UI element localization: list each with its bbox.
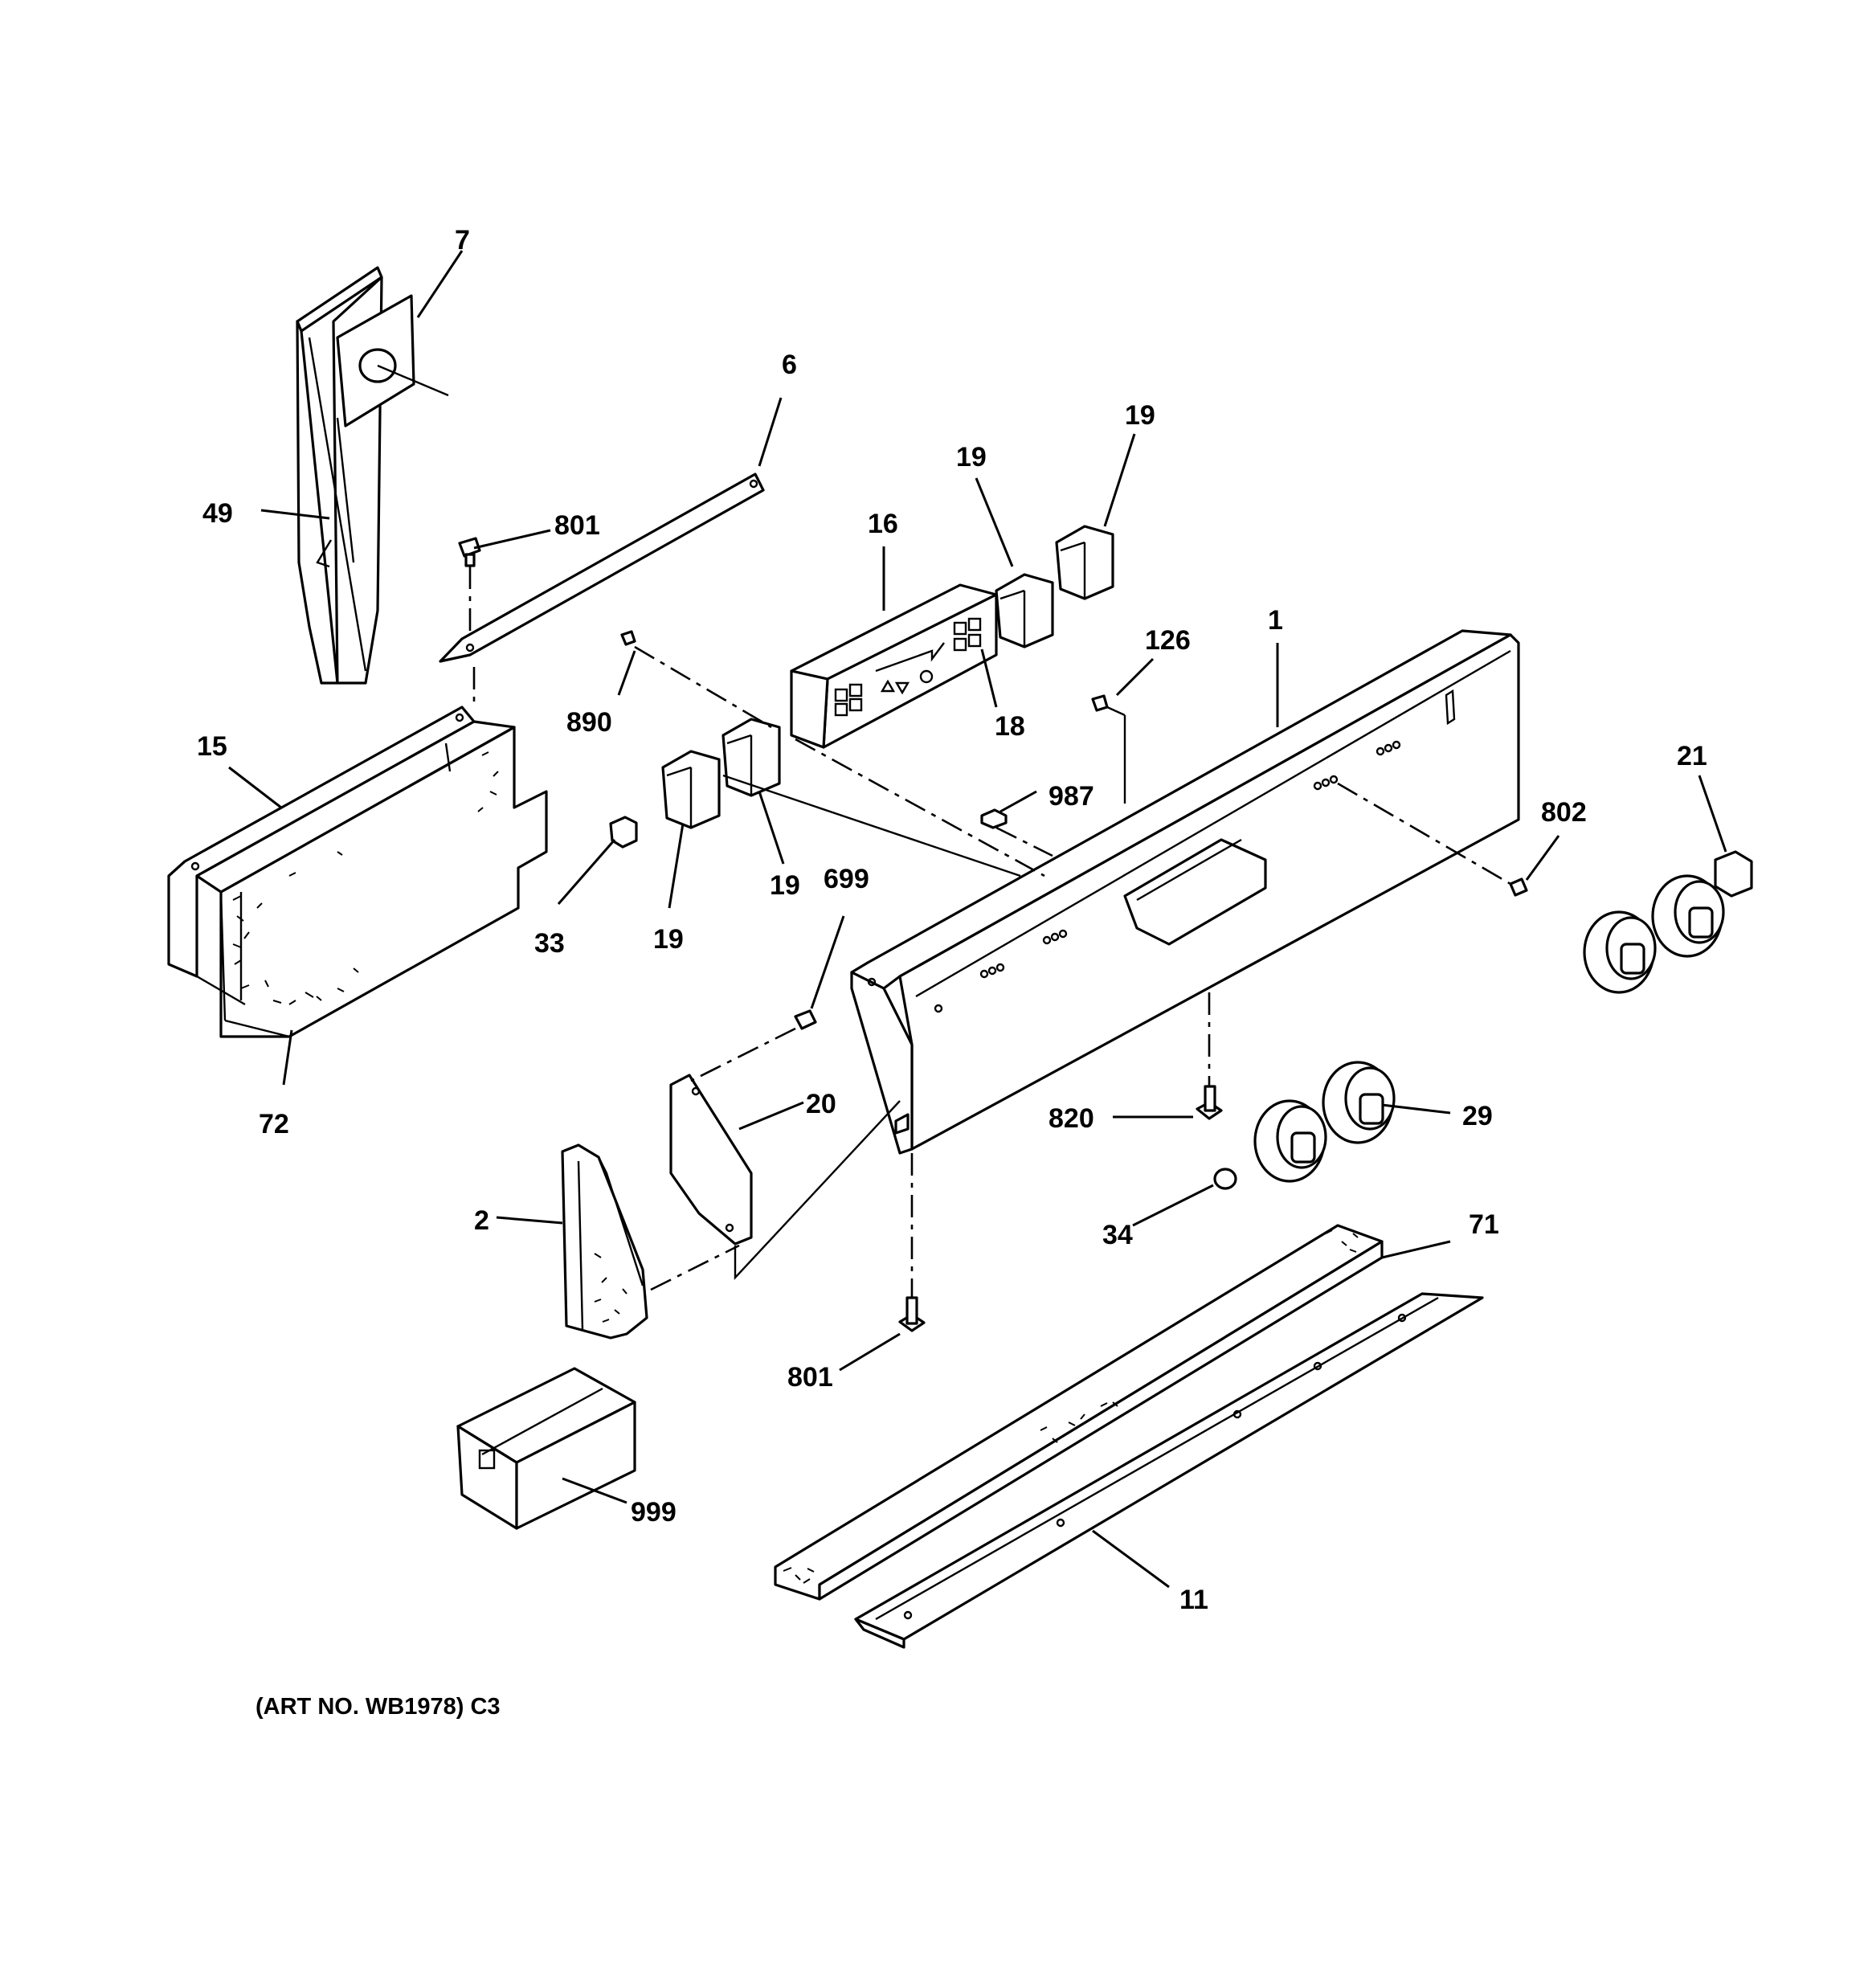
part-16-control-board [790, 583, 998, 749]
callout-6: 6 [782, 350, 797, 380]
screw-801-top [458, 537, 481, 635]
callout-126: 126 [1145, 625, 1191, 656]
part-2-end-cap [561, 1143, 648, 1340]
callout-999: 999 [631, 1497, 677, 1528]
screw-126 [1091, 694, 1126, 804]
callout-2: 2 [474, 1205, 489, 1236]
callout-72: 72 [259, 1109, 289, 1139]
callout-16: 16 [868, 509, 898, 539]
part-7-plate-with-hole [336, 294, 449, 427]
part-11-trim-strip [854, 1292, 1484, 1649]
part-29-knob-lower-b [1322, 1061, 1396, 1144]
part-15-housing [167, 706, 548, 1038]
callout-987: 987 [1048, 781, 1094, 812]
callout-19-upper-b: 19 [1125, 400, 1155, 431]
part-987-clip [980, 808, 1008, 829]
callout-820: 820 [1048, 1103, 1094, 1134]
part-21-rocker-switch [1714, 850, 1753, 898]
callout-19-lower-a: 19 [770, 870, 800, 901]
part-29-knob-right-b [1651, 874, 1725, 958]
part-20-side-bracket [669, 1074, 753, 1246]
part-33-small-switch [609, 816, 638, 849]
callout-802: 802 [1541, 797, 1587, 828]
art-number-caption: (ART NO. WB1978) C3 [255, 1694, 501, 1720]
part-19-switch-lower-a [721, 718, 781, 797]
callout-801-top: 801 [554, 510, 600, 541]
callout-19-upper-a: 19 [956, 442, 987, 472]
screw-699 [690, 1009, 817, 1082]
part-1-backguard-panel [850, 629, 1520, 1155]
callout-71: 71 [1469, 1209, 1499, 1240]
callout-1: 1 [1268, 605, 1283, 636]
leader-lines [228, 250, 1727, 1589]
callout-49: 49 [202, 498, 233, 529]
callout-29: 29 [1462, 1101, 1493, 1131]
screw-801-lower [898, 1153, 926, 1332]
callout-801-lower: 801 [787, 1362, 833, 1393]
callout-33: 33 [534, 928, 565, 959]
callout-labels: 7 6 49 801 19 19 16 126 1 890 18 15 21 9… [197, 225, 1707, 1720]
callout-890: 890 [566, 707, 612, 738]
part-29-knob-right-a [1583, 910, 1657, 994]
part-999-box [456, 1367, 636, 1530]
callout-21: 21 [1677, 741, 1707, 771]
callout-18: 18 [995, 711, 1025, 742]
screw-890 [620, 630, 772, 729]
callout-15: 15 [197, 731, 227, 762]
callout-699: 699 [824, 864, 869, 894]
callout-19-lower-b: 19 [653, 924, 684, 955]
part-19-switch-upper-b [1055, 525, 1114, 600]
part-19-switch-lower-b [661, 750, 721, 829]
part-19-switch-upper-a [995, 573, 1054, 648]
callout-11: 11 [1179, 1585, 1208, 1615]
screw-802 [1337, 782, 1528, 897]
part-29-knob-lower-a [1253, 1099, 1327, 1183]
part-71-insulation-strip [774, 1224, 1384, 1601]
callout-7: 7 [455, 225, 470, 256]
part-34-bushing [1213, 1168, 1237, 1190]
callout-34: 34 [1102, 1220, 1133, 1250]
screw-820 [1196, 992, 1223, 1120]
part-6-strap [439, 472, 765, 663]
callout-20: 20 [806, 1089, 836, 1119]
